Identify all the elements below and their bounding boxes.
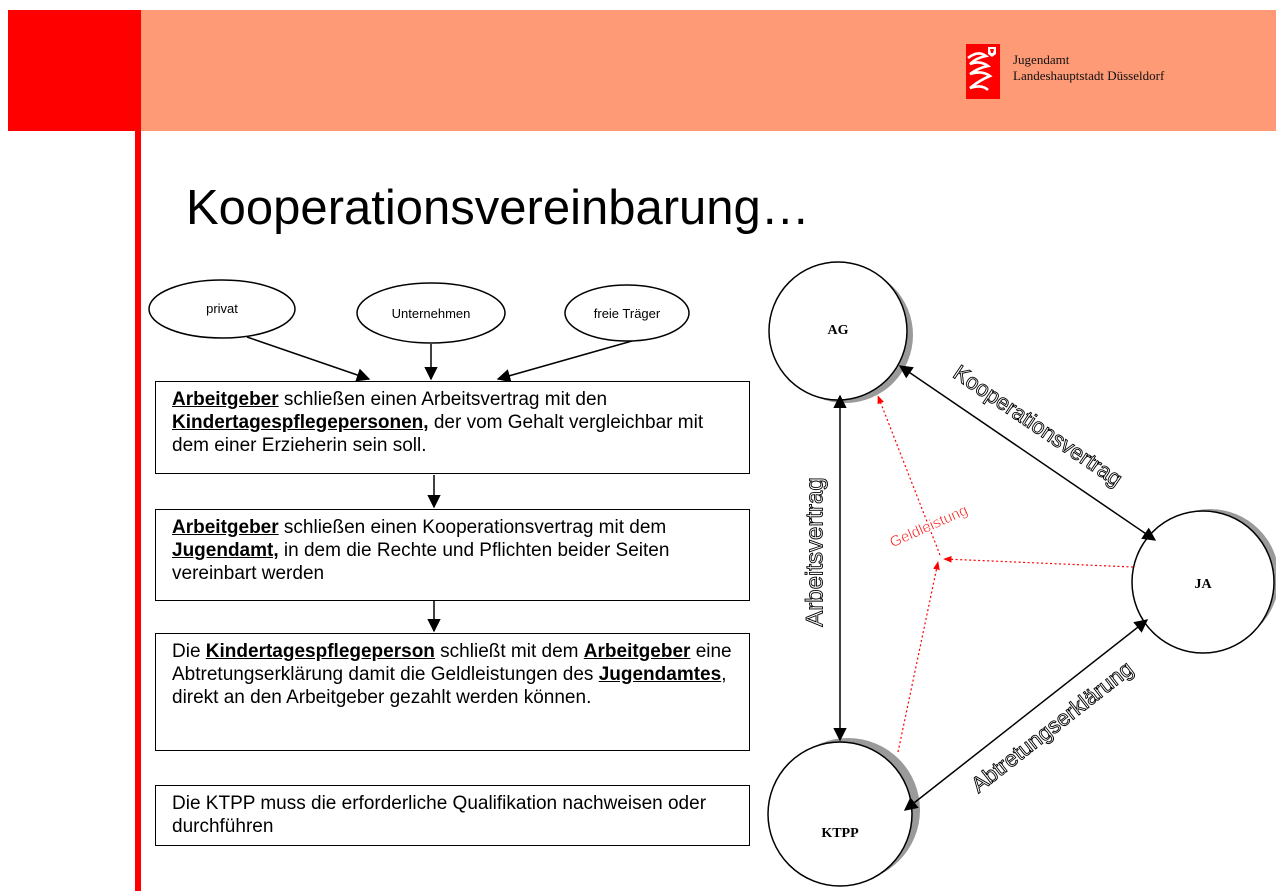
employer-term: Arbeitgeber [172,389,279,410]
ja-node-label: JA [1194,577,1212,592]
geldleistung-label: Geldleistung [887,502,970,551]
flow-box-kooperationsvertrag: Arbeitgeber schließen einen Kooperations… [155,509,750,601]
org-line-1: Jugendamt [1013,52,1070,67]
caregiver-term: Kindertagespflegepersonen, [172,412,429,433]
header-band [8,10,1276,131]
flow-box-abtretungserklaerung: Die Kindertagespflegeperson schließt mit… [155,633,750,751]
money-flow-ktpp-center [897,561,940,753]
box4-text: Die KTPP muss die erforderliche Qualifik… [172,793,707,837]
ja-node-circle [1131,510,1275,654]
arrow-privat [246,336,371,382]
source-privat-label: privat [206,301,238,316]
org-line-2: Landeshauptstadt Düsseldorf [1013,68,1165,83]
abtretungserklaerung-label: Abtretungserklärung [966,656,1138,798]
arrow-freie-traeger [496,340,633,383]
source-privat-ellipse [148,279,296,339]
youth-office-term: Jugendamt, [172,540,279,561]
caregiver-term: Kindertagespflegeperson [205,641,435,662]
edge-ag-ja [898,365,1157,541]
ktpp-node-label: KTPP [821,826,859,841]
employer-term: Arbeitgeber [583,641,691,662]
box2-text-2: in dem die Rechte und Pflichten beider S… [172,540,670,584]
employer-term: Arbeitgeber [172,517,279,538]
ag-node-label: AG [827,323,849,338]
source-unternehmen-ellipse [356,282,506,344]
box3-text-2: schließt mit dem [434,641,584,662]
source-freie-traeger-label: freie Träger [593,306,661,321]
ktpp-node-circle [767,741,913,887]
box3-text-3: eine Abtretungserklärung damit die Geldl… [172,641,732,685]
box2-text-1: schließen einen Kooperationsvertrag mit … [278,517,667,538]
brand-stripe [135,131,141,891]
box3-text-1: Die [172,641,206,662]
money-flow-ja-center [943,555,1134,568]
box1-text-2: der vom Gehalt vergleichbar mit dem eine… [172,412,704,456]
brand-block [8,10,141,131]
box3-text-4: , direkt an den Arbeitgeber gezahlt werd… [172,664,727,708]
source-unternehmen-label: Unternehmen [391,306,471,321]
source-freie-traeger-ellipse [564,284,690,342]
page-title: Kooperationsvereinbarung… [186,181,810,235]
edge-ktpp-ja [903,619,1149,811]
organization-name: Jugendamt Landeshauptstadt Düsseldorf [1013,52,1164,84]
flow-box-qualifikation: Die KTPP muss die erforderliche Qualifik… [155,785,750,846]
money-flow-center-ag [877,395,941,556]
kooperationsvertrag-label: Kooperationsvertrag [949,360,1127,492]
youth-office-term: Jugendamtes [598,664,722,685]
box1-text-1: schließen einen Arbeitsvertrag mit den [278,389,608,410]
flow-box-arbeitsvertrag: Arbeitgeber schließen einen Arbeitsvertr… [155,381,750,474]
arbeitsvertrag-label: Arbeitsvertrag [801,477,828,626]
duesseldorf-logo-icon [966,44,1000,99]
